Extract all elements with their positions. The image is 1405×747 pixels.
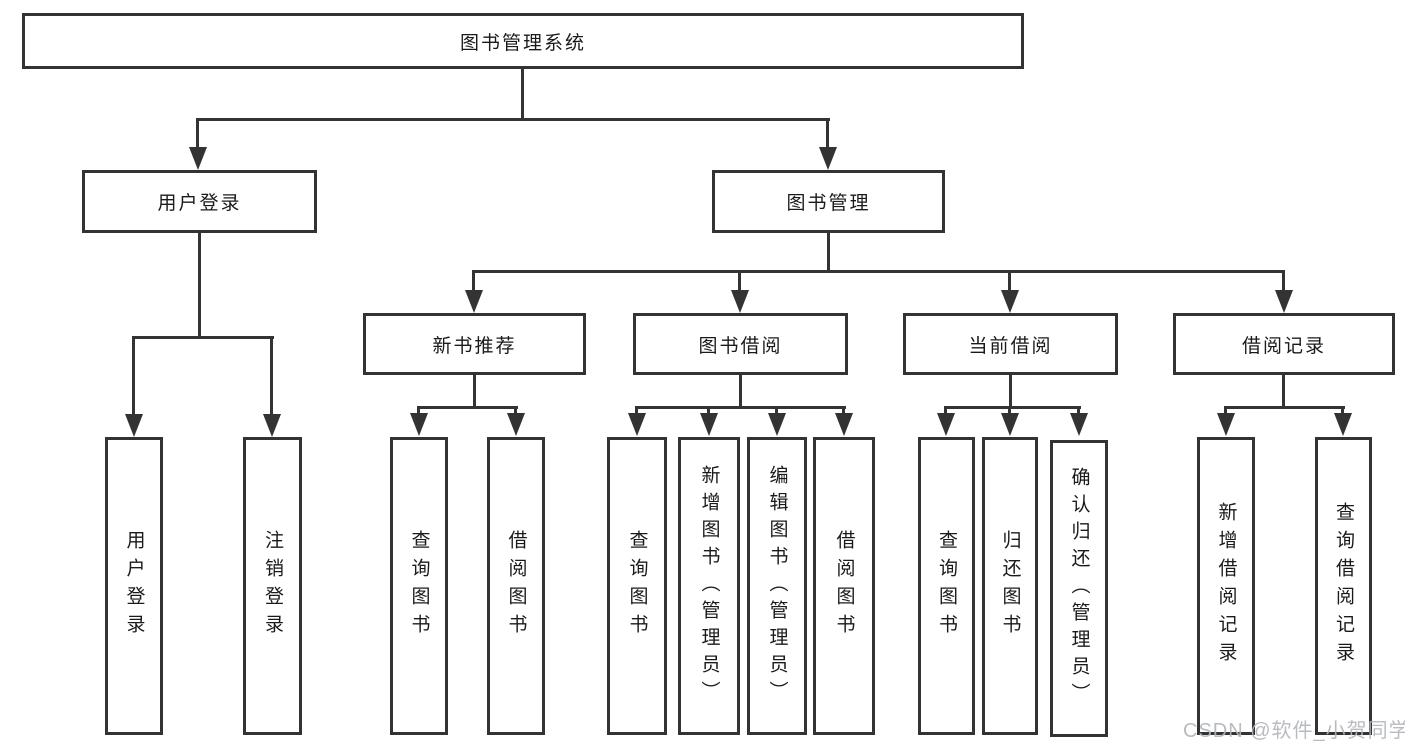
node-query-books-label: 查询图书 (408, 530, 430, 642)
connector-line (417, 406, 420, 416)
arrow-down-icon (1334, 413, 1352, 436)
csdn-watermark: CSDN @软件_小贺同学 (1183, 720, 1405, 742)
connector-line (196, 118, 199, 150)
connector-line (944, 406, 1081, 409)
node-query-books: 查询图书 (918, 437, 975, 735)
arrow-down-icon (1001, 290, 1019, 313)
connector-line (472, 270, 475, 293)
connector-line (198, 233, 201, 339)
connector-line (270, 336, 273, 416)
arrow-down-icon (1070, 413, 1088, 436)
connector-line (775, 406, 778, 416)
arrow-down-icon (835, 413, 853, 436)
node-query-books: 查询图书 (607, 437, 667, 735)
connector-line (1077, 406, 1080, 416)
node-user-login-label: 用户登录 (157, 193, 242, 214)
arrow-down-icon (768, 413, 786, 436)
connector-line (738, 270, 741, 293)
node-book-management-label: 图书管理 (786, 193, 871, 214)
arrow-down-icon (1275, 290, 1293, 313)
node-add-borrow-record-label: 新增借阅记录 (1215, 502, 1237, 670)
arrow-down-icon (819, 147, 837, 170)
node-edit-book-admin-label: 编辑图书（管理员） (766, 464, 788, 708)
connector-line (197, 118, 830, 121)
arrow-down-icon (937, 413, 955, 436)
node-new-book-recommend-label: 新书推荐 (432, 335, 517, 357)
arrow-down-icon (507, 413, 525, 436)
node-book-borrowing-label: 图书借阅 (698, 335, 783, 357)
connector-line (132, 336, 274, 339)
connector-line (635, 406, 638, 416)
connector-line (1282, 375, 1285, 409)
node-user-login: 用户登录 (82, 170, 317, 233)
node-logout-label: 注销登录 (262, 530, 283, 642)
connector-line (826, 118, 829, 150)
node-new-book-recommend: 新书推荐 (363, 313, 586, 375)
connector-line (1282, 270, 1285, 293)
node-logout: 注销登录 (243, 437, 302, 735)
node-book-management: 图书管理 (712, 170, 945, 233)
node-add-borrow-record: 新增借阅记录 (1197, 437, 1255, 735)
node-borrow-books: 借阅图书 (487, 437, 545, 735)
node-query-books-label: 查询图书 (626, 530, 648, 642)
connector-line (1341, 406, 1344, 416)
node-query-borrow-record: 查询借阅记录 (1315, 437, 1372, 735)
connector-line (1224, 406, 1227, 416)
connector-line (842, 406, 845, 416)
connector-line (707, 406, 710, 416)
connector-line (514, 406, 517, 416)
connector-line (1008, 406, 1011, 416)
node-query-books: 查询图书 (390, 437, 448, 735)
connector-line (635, 406, 846, 409)
node-borrow-books-label: 借阅图书 (833, 530, 855, 642)
node-query-borrow-record-label: 查询借阅记录 (1333, 502, 1354, 670)
arrow-down-icon (628, 413, 646, 436)
node-confirm-return-admin-label: 确认归还（管理员） (1068, 467, 1090, 710)
node-edit-book-admin: 编辑图书（管理员） (747, 437, 807, 735)
arrow-down-icon (700, 413, 718, 436)
connector-line (132, 336, 135, 416)
arrow-down-icon (1001, 413, 1019, 436)
node-current-borrowing: 当前借阅 (903, 313, 1118, 375)
node-book-borrowing: 图书借阅 (633, 313, 848, 375)
connector-line (521, 69, 524, 120)
node-add-book-admin: 新增图书（管理员） (678, 437, 740, 735)
connector-line (1008, 270, 1011, 293)
arrow-down-icon (410, 413, 428, 436)
arrow-down-icon (189, 147, 207, 170)
node-add-book-admin-label: 新增图书（管理员） (698, 464, 720, 708)
arrow-down-icon (125, 414, 143, 437)
arrow-down-icon (731, 290, 749, 313)
node-confirm-return-admin: 确认归还（管理员） (1050, 440, 1108, 737)
node-user-login-action-label: 用户登录 (123, 530, 145, 642)
connector-line (417, 406, 518, 409)
arrow-down-icon (1217, 413, 1235, 436)
arrow-down-icon (263, 414, 281, 437)
node-borrowing-records-label: 借阅记录 (1241, 335, 1326, 357)
connector-line (827, 233, 830, 273)
connector-line (739, 375, 742, 409)
connector-line (1224, 406, 1345, 409)
node-borrow-books: 借阅图书 (813, 437, 875, 735)
node-user-login-action: 用户登录 (105, 437, 163, 735)
node-query-books-label: 查询图书 (936, 530, 957, 642)
connector-line (1009, 375, 1012, 409)
connector-line (473, 375, 476, 409)
connector-line (472, 270, 1285, 273)
connector-line (944, 406, 947, 416)
node-current-borrowing-label: 当前借阅 (968, 335, 1053, 357)
node-return-books-label: 归还图书 (999, 530, 1021, 642)
arrow-down-icon (465, 290, 483, 313)
node-root-label: 图书管理系统 (459, 32, 586, 54)
node-borrow-books-label: 借阅图书 (505, 530, 527, 642)
node-root: 图书管理系统 (22, 13, 1024, 69)
node-return-books: 归还图书 (982, 437, 1038, 735)
node-borrowing-records: 借阅记录 (1173, 313, 1395, 375)
